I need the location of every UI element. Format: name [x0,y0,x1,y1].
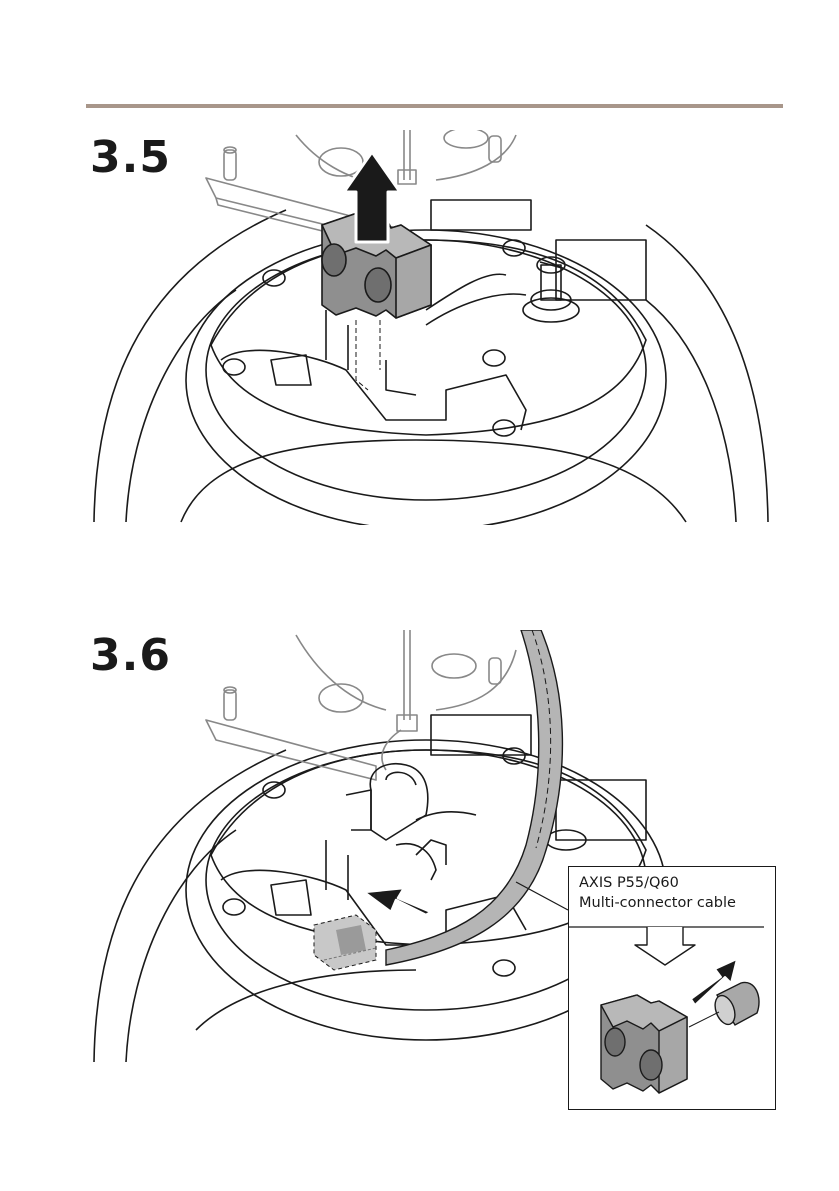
arrow-insert-icon [364,888,431,915]
callout-connector-illustration [569,867,777,1111]
arrow-down-icon [635,927,695,965]
illustration-remove-connector [86,130,776,525]
header-rule [86,104,783,108]
callout-multi-connector-cable: AXIS P55/Q60 Multi-connector cable [568,866,776,1110]
